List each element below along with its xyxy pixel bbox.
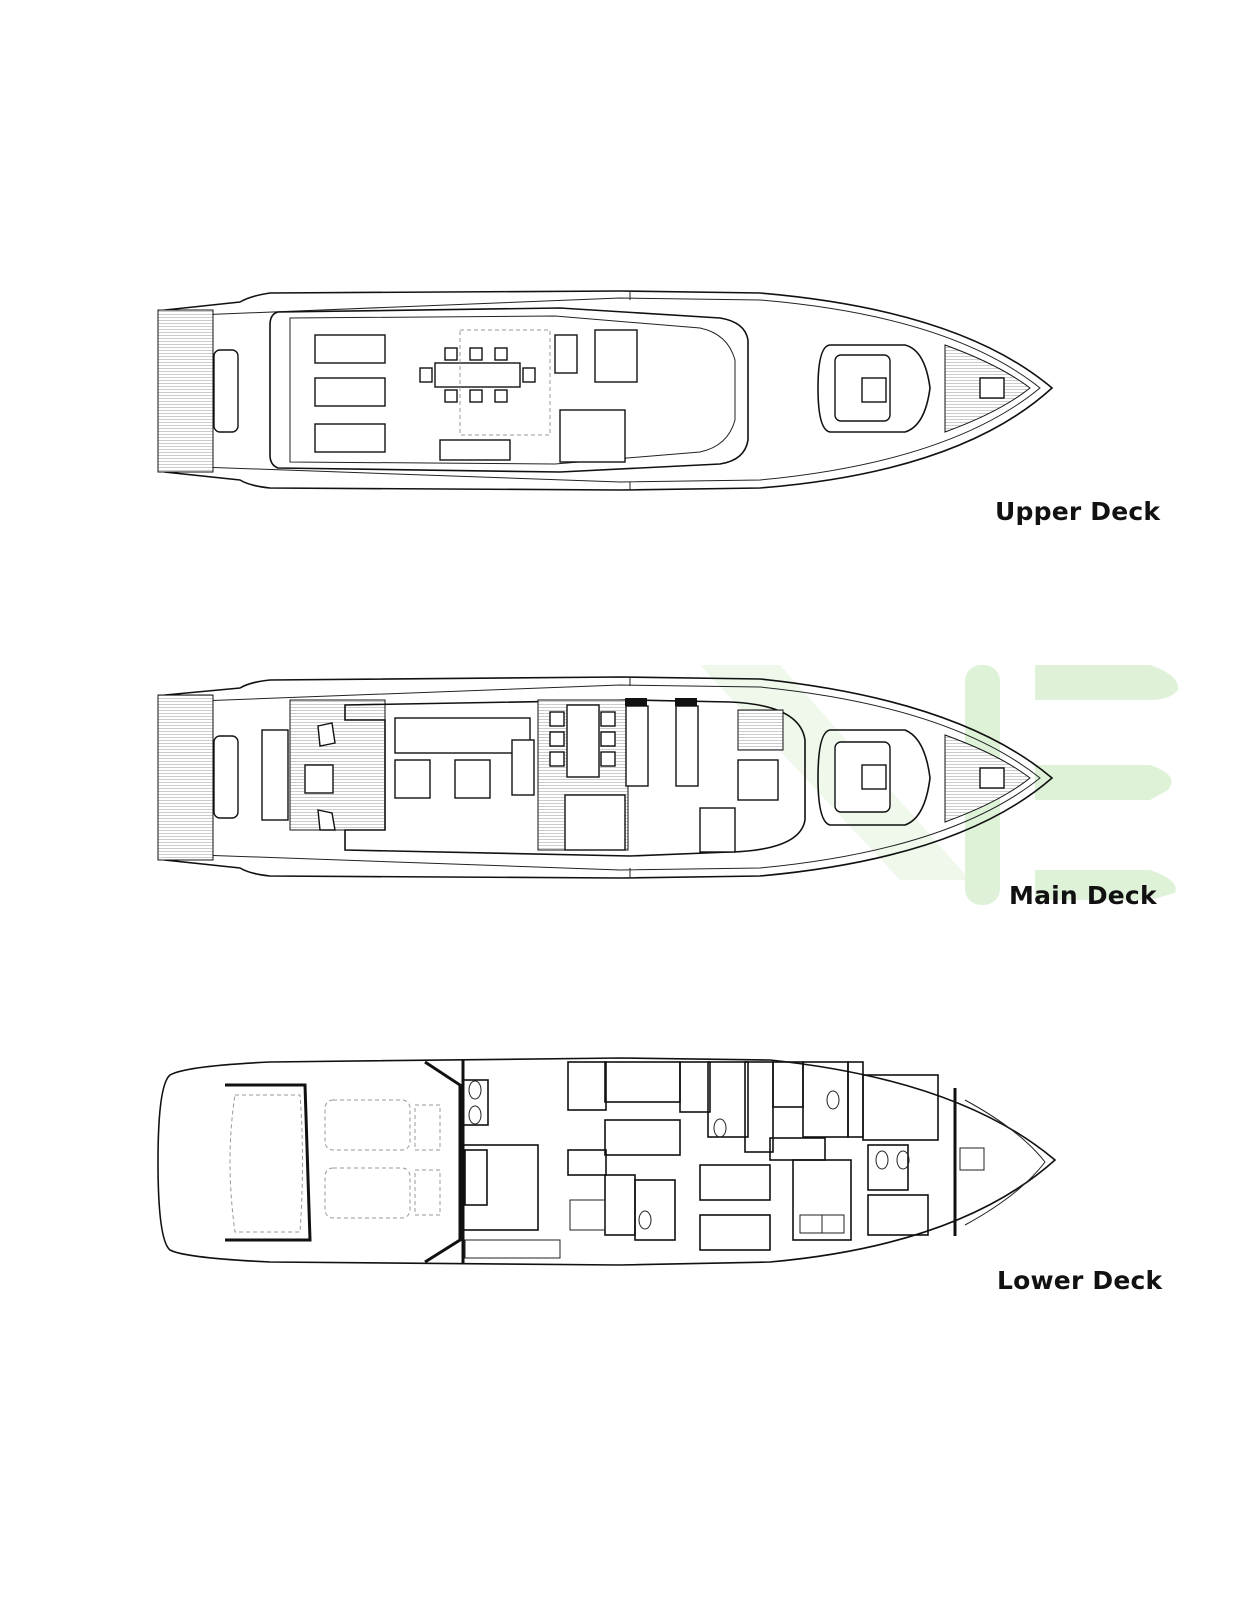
lower-deck-label: Lower Deck	[997, 1266, 1163, 1295]
upper-deck-label: Upper Deck	[995, 497, 1161, 526]
upper-deck-plan	[157, 290, 1054, 491]
main-deck-plan	[157, 676, 1054, 879]
lower-deck-plan	[157, 1057, 1057, 1266]
main-deck-label: Main Deck	[1009, 881, 1157, 910]
